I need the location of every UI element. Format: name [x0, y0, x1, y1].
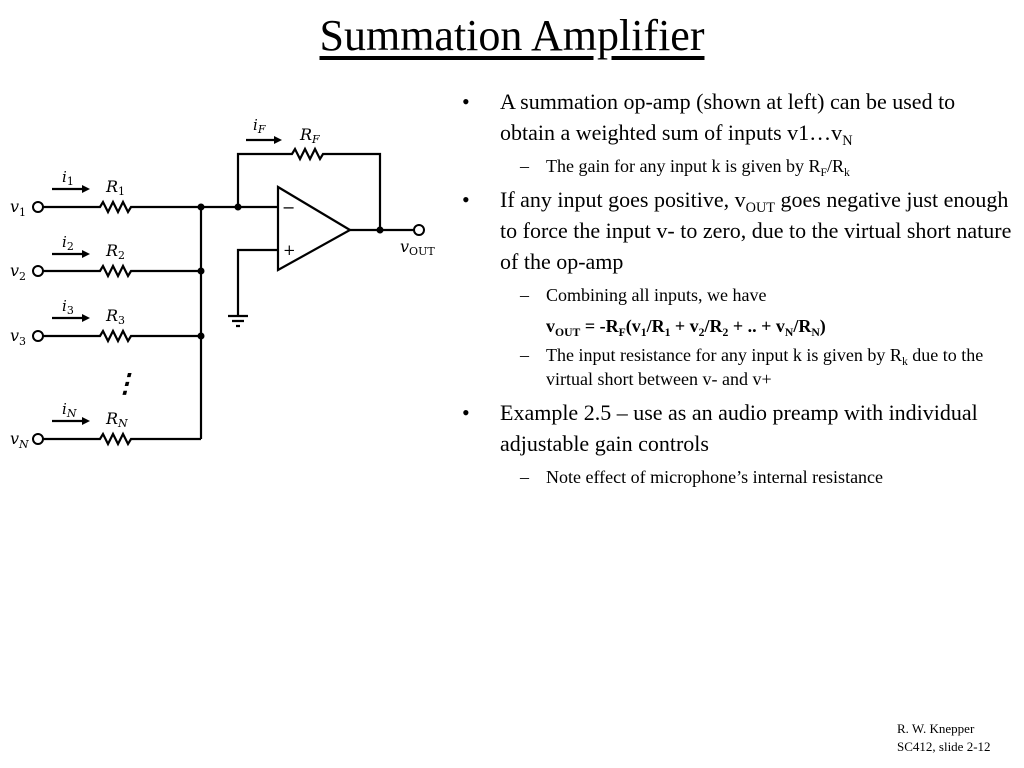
input-current-label-3: i3	[62, 297, 74, 317]
input-voltage-label-3: v3	[10, 326, 26, 348]
output-voltage-label: vOUT	[400, 237, 435, 258]
slide-footer: R. W. Knepper SC412, slide 2-12	[897, 720, 991, 756]
resistor-label-1: R1	[105, 177, 125, 198]
bullet-dot-icon: •	[462, 89, 470, 114]
bullet-summation-opamp: • A summation op-amp (shown at left) can…	[462, 86, 1012, 148]
bullet-list: • A summation op-amp (shown at left) can…	[462, 86, 1012, 495]
dash-marker: –	[520, 467, 529, 487]
resistor-label-n: RN	[105, 409, 128, 430]
footer-author: R. W. Knepper	[897, 721, 975, 736]
output-equation: vOUT = -RF(v1/R1 + v2/R2 + .. + vN/RN)	[546, 316, 826, 340]
input-current-label-2: i2	[62, 233, 74, 253]
input-voltage-label-2: v2	[10, 261, 26, 283]
vn-terminal	[32, 433, 44, 445]
dash-marker: –	[520, 285, 529, 305]
v3-terminal	[32, 330, 44, 342]
bullet-example: • Example 2.5 – use as an audio preamp w…	[462, 397, 1012, 459]
bullet-input-positive: • If any input goes positive, vOUT goes …	[462, 184, 1012, 277]
subbullet-gain: – The gain for any input k is given by R…	[520, 156, 850, 180]
dash-marker: –	[520, 156, 529, 176]
subbullet-microphone: – Note effect of microphone’s internal r…	[520, 467, 884, 487]
input-voltage-label-n: vN	[10, 429, 29, 451]
slide-title: Summation Amplifier	[319, 11, 705, 60]
vout-terminal	[413, 224, 425, 236]
dash-marker: –	[520, 345, 529, 365]
summing-amplifier-circuit: − + v1 v2 v3 vN i1 i2 i3 iN R1 R2 R3 RN …	[10, 116, 435, 451]
subbullet-input-resistance: – The input resistance for any input k i…	[520, 345, 984, 389]
ellipsis-icon: ⋮	[112, 369, 138, 399]
subbullet-combining: – Combining all inputs, we have	[520, 285, 767, 305]
resistor-label-2: R2	[105, 241, 125, 262]
opamp-minus-sign: −	[282, 198, 295, 217]
resistor-label-3: R3	[105, 306, 125, 327]
feedback-resistor-label: RF	[299, 125, 320, 146]
feedback-current-label: iF	[253, 116, 266, 136]
footer-slide-ref: SC412, slide 2-12	[897, 739, 991, 754]
bullet-dot-icon: •	[462, 400, 470, 425]
opamp-plus-sign: +	[283, 241, 296, 259]
v1-terminal	[32, 201, 44, 213]
v2-terminal	[32, 265, 44, 277]
input-current-label-1: i1	[62, 168, 74, 188]
input-current-label-n: iN	[62, 400, 77, 420]
input-voltage-label-1: v1	[10, 197, 26, 219]
bullet-dot-icon: •	[462, 187, 470, 212]
